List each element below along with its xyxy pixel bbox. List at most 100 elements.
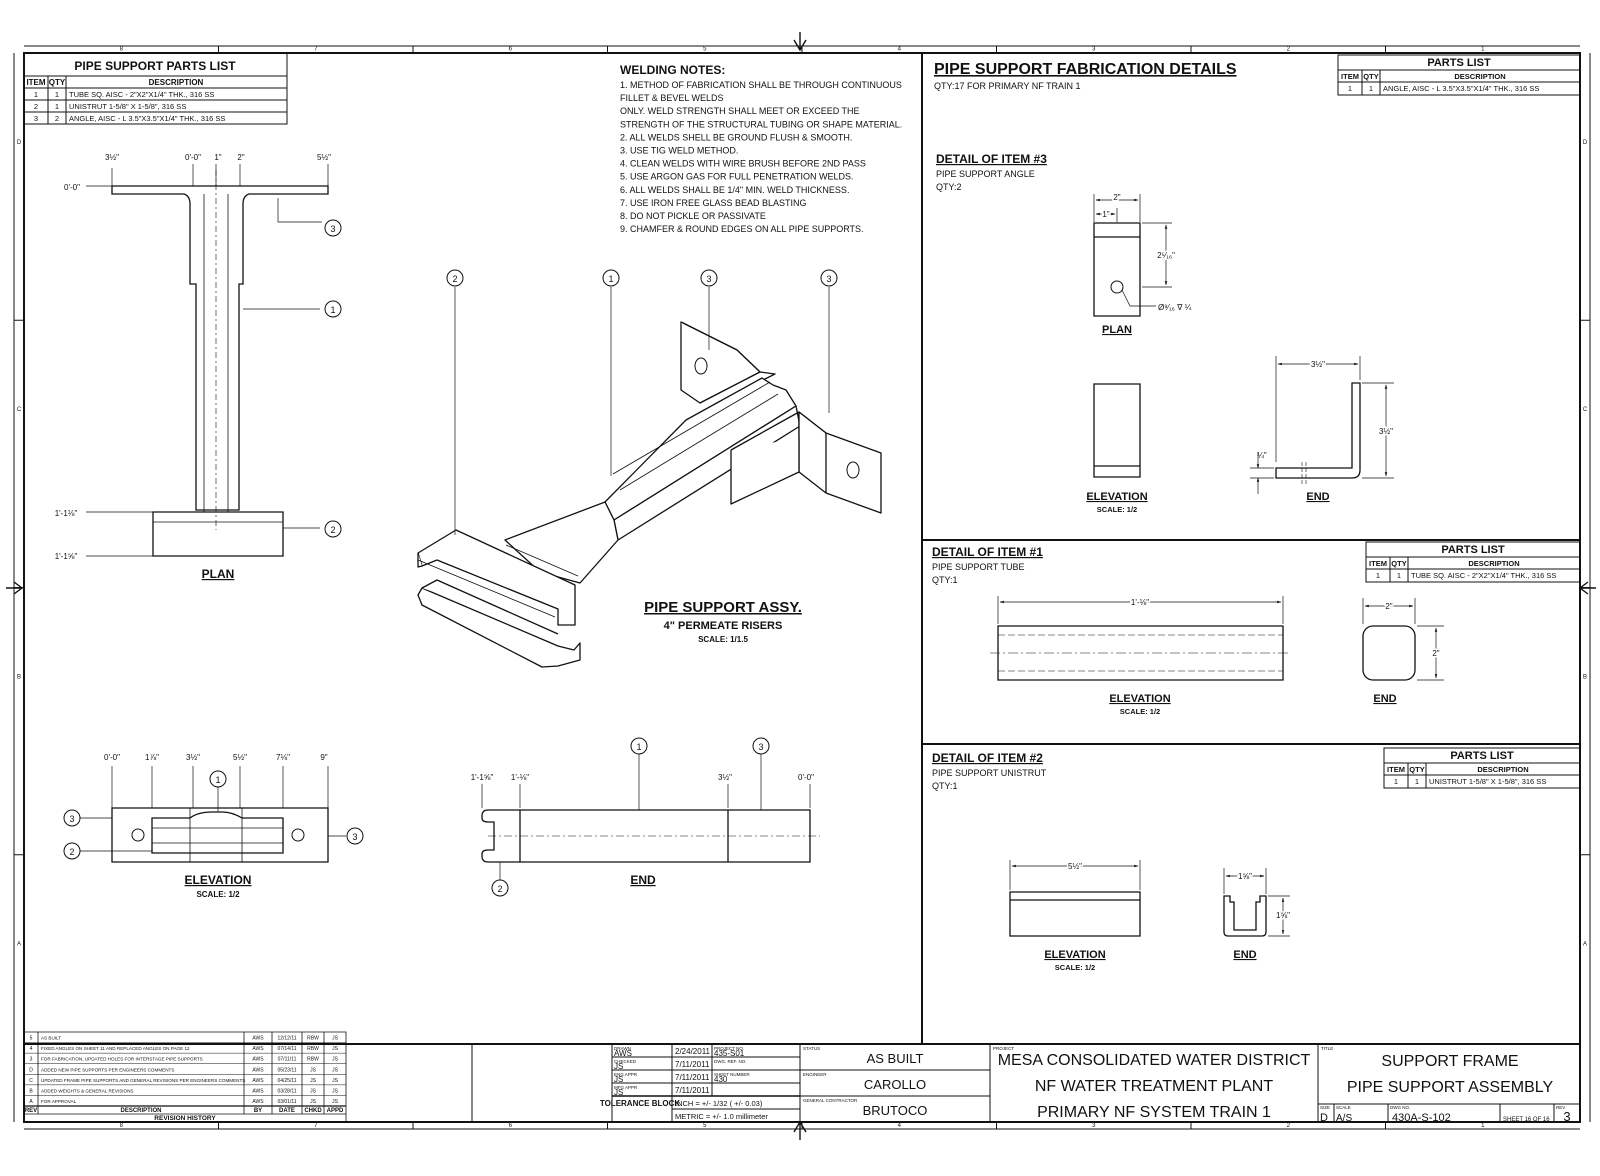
view-label: ELEVATION — [185, 873, 252, 887]
detail-title: DETAIL OF ITEM #1 — [932, 545, 1043, 559]
dim-label: Ø⁹⁄₁₆ ∇ ¼ — [1158, 303, 1192, 312]
dim-label: 5½" — [1068, 862, 1082, 871]
fab-qty: QTY:17 FOR PRIMARY NF TRAIN 1 — [934, 81, 1081, 91]
col-header: ITEM — [1369, 559, 1387, 568]
revision-cell: FOR APPROVAL — [41, 1099, 77, 1104]
dim-label: 5½" — [233, 753, 247, 762]
balloon-label: 3 — [69, 814, 74, 824]
grid-column-label: 1 — [1481, 1123, 1485, 1129]
view-scale: SCALE: 1/2 — [1055, 963, 1095, 972]
dim-label: 0'-0" — [64, 183, 80, 192]
welding-note-line: 5. USE ARGON GAS FOR FULL PENETRATION WE… — [620, 172, 854, 182]
detail-name: PIPE SUPPORT UNISTRUT — [932, 768, 1047, 778]
field-label: MFG APPR — [614, 1085, 638, 1090]
fab-title: PIPE SUPPORT FABRICATION DETAILS — [934, 61, 1237, 78]
dim-label: 1'-⅛" — [1131, 598, 1149, 607]
balloon-label: 3 — [330, 224, 335, 234]
cell: 1 — [1348, 84, 1352, 93]
revision-cell: RBW — [307, 1057, 319, 1063]
balloon-label: 1 — [330, 305, 335, 315]
revision-cell: B — [29, 1088, 33, 1094]
grid-row-label: C — [1583, 407, 1588, 413]
title-block: DRAWN AWS 2/24/2011 CHECKED JS 7/11/2011… — [472, 1044, 1580, 1124]
view-label: ELEVATION — [1044, 949, 1105, 961]
revision-cell: 3 — [30, 1057, 33, 1063]
grid-row-label: D — [17, 140, 22, 146]
left-parts-list: PIPE SUPPORT PARTS LIST ITEM QTY DESCRIP… — [24, 53, 287, 124]
revision-cell: C — [29, 1078, 33, 1084]
grid-column-label: 7 — [314, 1123, 318, 1129]
grid-column-label: 2 — [1287, 1123, 1291, 1129]
grid-column-label: 8 — [120, 47, 124, 53]
col-header: DESCRIPTION — [149, 78, 204, 87]
grid-column-label: 7 — [314, 47, 318, 53]
cell: TUBE SQ. AISC - 2"X2"X1/4" THK., 316 SS — [1411, 571, 1556, 580]
balloon-label: 1 — [215, 775, 220, 785]
dim-label: 3½" — [105, 153, 119, 162]
tolerance-label: TOLERANCE BLOCK — [600, 1099, 681, 1108]
assembly-title: PIPE SUPPORT ASSY. — [644, 599, 802, 616]
dim-label: 3½" — [186, 753, 200, 762]
cell: ANGLE, AISC - L 3.5"X3.5"X1/4" THK., 316… — [1383, 84, 1539, 93]
grid-ticks — [14, 46, 1590, 1129]
left-plan-view: 3½" 0'-0" 1" 2" 5½" 0'-0" 1'-1⅛" 1'-1⅝" … — [55, 153, 341, 581]
dim-label: 0'-0" — [798, 773, 814, 782]
detail-item2: DETAIL OF ITEM #2 PIPE SUPPORT UNISTRUT … — [932, 751, 1292, 972]
dim-label: 7⅛" — [276, 753, 290, 762]
cell: 2 — [55, 114, 59, 123]
field-label: DWG NO. — [1390, 1105, 1410, 1110]
welding-note-line: 8. DO NOT PICKLE OR PASSIVATE — [620, 211, 766, 221]
revision-value: 3 — [1563, 1109, 1570, 1124]
parts-list-title: PARTS LIST — [1427, 57, 1491, 69]
view-label: END — [1373, 693, 1396, 705]
balloon-label: 3 — [758, 742, 763, 752]
revision-cell: 07/14/11 — [277, 1046, 296, 1052]
panel-dividers — [24, 53, 1580, 1044]
mfg-by: JS — [614, 1088, 623, 1097]
col-header: QTY — [1363, 72, 1378, 81]
field-label: SCALE — [1336, 1105, 1351, 1110]
left-end-view: 1'-1⅝" 1'-⅛" 3½" 0'-0" 1 3 2 END — [471, 738, 820, 896]
detail-item3: DETAIL OF ITEM #3 PIPE SUPPORT ANGLE QTY… — [936, 152, 1395, 514]
cell: TUBE SQ. AISC - 2"X2"X1/4" THK., 316 SS — [69, 90, 214, 99]
revision-cell: JS — [332, 1067, 339, 1073]
dim-label: 3½" — [1379, 427, 1393, 436]
balloon-label: 1 — [636, 742, 641, 752]
dim-label: 1'-1⅝" — [471, 773, 494, 782]
revision-cell: JS — [310, 1067, 317, 1073]
view-scale: SCALE: 1/2 — [1097, 505, 1137, 514]
cell: 1 — [1415, 777, 1419, 786]
revision-history-label: REVISION HISTORY — [154, 1115, 216, 1122]
dim-label: 1⅞" — [145, 753, 159, 762]
col-header: ITEM — [1341, 72, 1359, 81]
title-line: SUPPORT FRAME — [1381, 1053, 1518, 1070]
field-label: TITLE — [1321, 1046, 1333, 1051]
centering-marks — [6, 32, 1596, 1140]
revision-cell: ADDED WEIGHTS & GENERAL REVISIONS — [41, 1088, 134, 1093]
dim-label: 0'-0" — [104, 753, 120, 762]
assembly-isometric: 2 1 3 3 PIPE SUPPORT ASSY. 4" PERMEATE R… — [418, 270, 881, 667]
detail-item1: DETAIL OF ITEM #1 PIPE SUPPORT TUBE QTY:… — [932, 545, 1444, 716]
revision-cell: RBW — [307, 1046, 319, 1052]
cell: 1 — [1394, 777, 1398, 786]
detail-name: PIPE SUPPORT TUBE — [932, 562, 1025, 572]
dim-label: 9" — [320, 753, 327, 762]
dim-label: 1" — [1102, 210, 1109, 219]
welding-note-line: 9. CHAMFER & ROUND EDGES ON ALL PIPE SUP… — [620, 224, 864, 234]
cell: 1 — [55, 102, 59, 111]
grid-column-label: 3 — [1092, 1123, 1096, 1129]
revision-cell: AWS — [252, 1036, 264, 1042]
revision-cell: JS — [310, 1099, 317, 1105]
revision-cell: JS — [332, 1046, 339, 1052]
cell: 1 — [55, 90, 59, 99]
eng-date: 7/11/2011 — [675, 1073, 710, 1082]
grid-row-label: A — [17, 942, 21, 948]
revision-cell: 03/01/11 — [277, 1099, 296, 1105]
revision-cell: AWS — [252, 1067, 264, 1073]
cell: 2 — [34, 102, 38, 111]
field-label: DWG. REF. NO. — [714, 1059, 747, 1064]
dim-label: 1'-1⅛" — [55, 509, 78, 518]
view-label: PLAN — [1102, 324, 1132, 336]
revision-cell: 03/28/11 — [277, 1088, 296, 1094]
